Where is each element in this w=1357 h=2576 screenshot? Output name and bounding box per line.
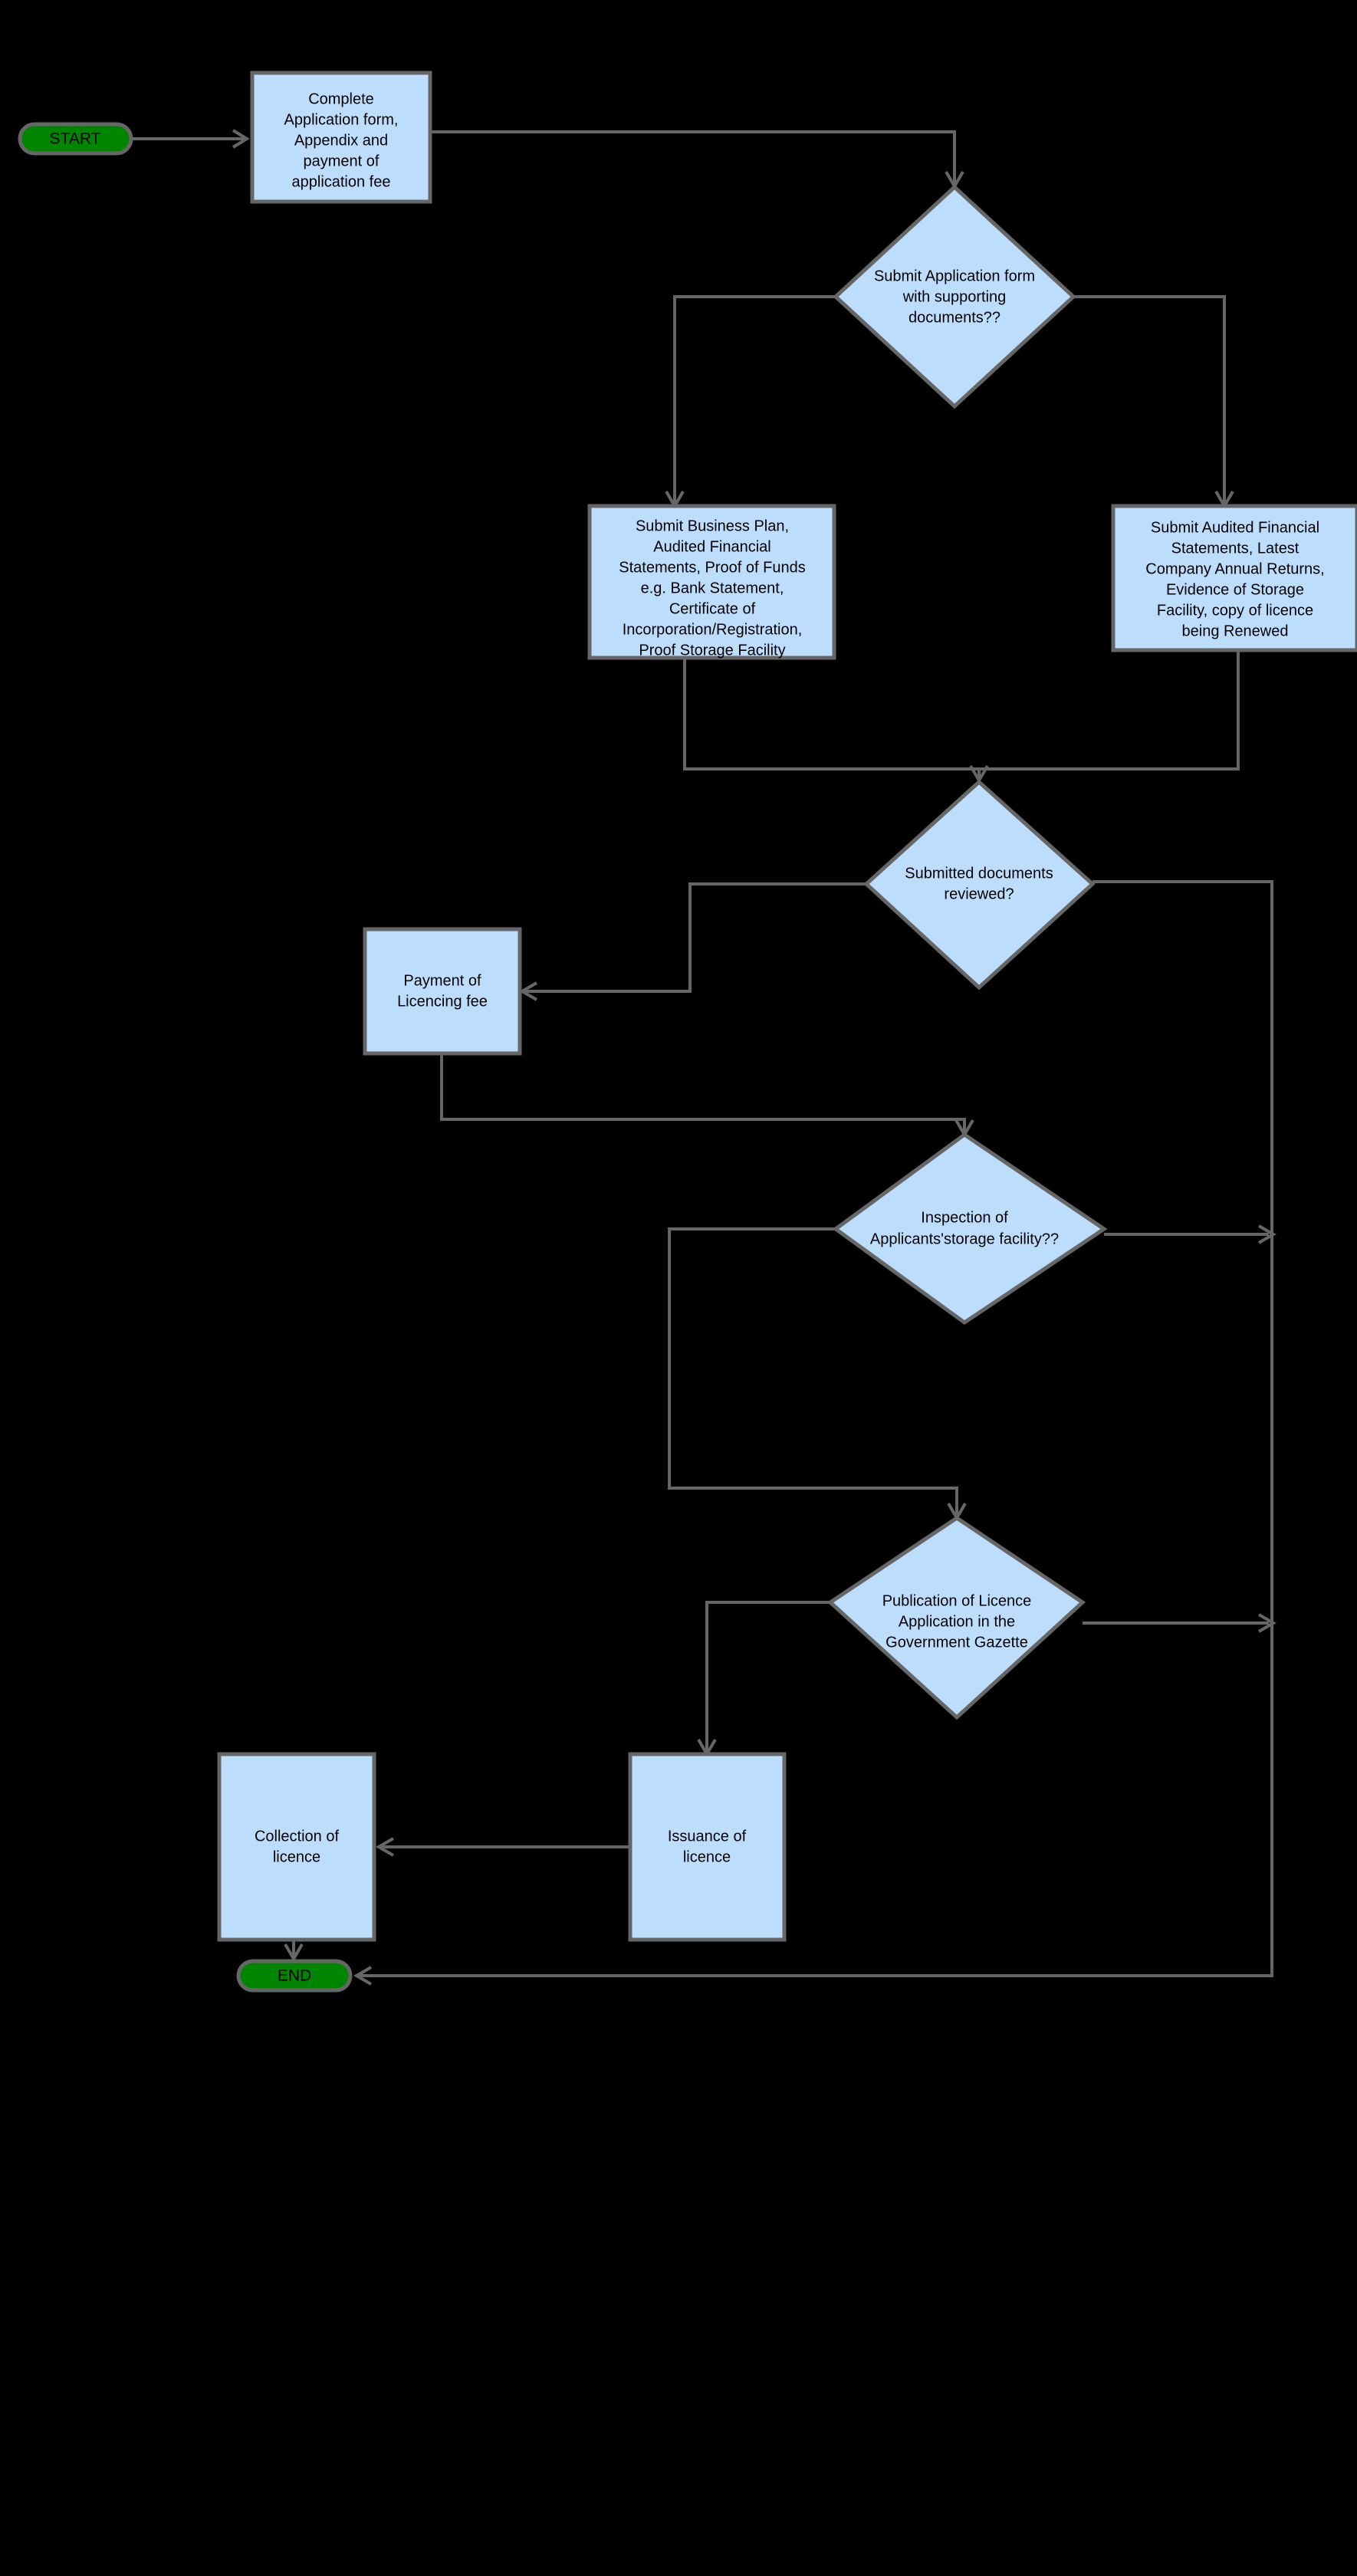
edge-audited-financial-to-documents-reviewed [979,650,1240,770]
complete-application-line-0: Complete [308,90,374,107]
payment-licencing-fee-shape[interactable] [363,927,522,1056]
issuance-licence-line-0: Issuance of [668,1828,747,1845]
publication-decision-line-1: Application in the [899,1613,1015,1630]
submit-business-plan-line-4: Certificate of [669,600,756,617]
inspection-decision-shape[interactable] [832,1132,1108,1326]
publication-decision-line-2: Government Gazette [886,1634,1028,1651]
documents-reviewed-decision-shape[interactable] [863,779,1096,991]
edge-publication-to-issuance [697,1601,830,1757]
collection-licence-shape[interactable] [217,1752,376,1942]
submit-audited-financial-line-1: Statements, Latest [1171,540,1300,557]
submit-application-decision-line-2: documents?? [909,309,1001,326]
complete-application-line-3: payment of [304,153,380,169]
node-submit-application-decision[interactable]: Submit Application form with supporting … [833,184,1076,409]
submit-business-plan-line-5: Incorporation/Registration, [623,621,803,638]
collection-licence-line-0: Collection of [255,1828,340,1845]
submit-audited-financial-line-4: Facility, copy of licence [1157,602,1313,619]
node-issuance-licence[interactable]: Issuance of licence [628,1752,787,1942]
node-complete-application[interactable]: Complete Application form, Appendix and … [250,71,432,204]
issuance-licence-line-1: licence [683,1848,731,1865]
submit-audited-financial-line-3: Evidence of Storage [1166,581,1304,598]
node-end[interactable]: END [236,1959,353,1993]
edge-layer [130,129,1276,1986]
publication-decision-line-0: Publication of Licence [882,1592,1032,1609]
node-submit-audited-financial[interactable]: Submit Audited Financial Statements, Lat… [1111,504,1357,652]
edge-submit-decision-to-business-plan [665,295,836,509]
node-submit-business-plan[interactable]: Submit Business Plan, Audited Financial … [587,504,836,660]
inspection-decision-line-1: Applicants'storage facility?? [870,1230,1059,1247]
submit-audited-financial-line-5: being Renewed [1182,623,1289,639]
start-terminator-shape[interactable] [18,122,133,156]
edge-payment-to-inspection [440,1054,974,1138]
submit-application-decision-line-0: Submit Application form [874,268,1035,284]
edge-business-plan-to-documents-reviewed [683,658,979,770]
complete-application-line-1: Application form, [284,111,399,128]
edge-inspection-to-end-bus [1104,1224,1276,1244]
payment-licencing-fee-line-0: Payment of [403,972,481,989]
documents-reviewed-decision-line-1: reviewed? [944,886,1014,902]
node-start[interactable]: START [18,122,133,156]
edge-submit-decision-to-audited-financial [1073,295,1234,509]
submit-business-plan-line-0: Submit Business Plan, [636,518,789,534]
submit-audited-financial-line-0: Submit Audited Financial [1151,519,1319,536]
complete-application-line-4: application fee [292,173,391,190]
end-label: END [278,1967,311,1985]
start-label: START [50,130,101,148]
submit-application-decision-shape[interactable] [833,184,1076,409]
submit-business-plan-line-1: Audited Financial [653,538,770,555]
submit-application-decision-line-1: with supporting [902,288,1007,305]
payment-licencing-fee-line-1: Licencing fee [397,993,488,1010]
edge-documents-reviewed-to-payment [519,882,866,1001]
edge-publication-to-end-bus [1083,1613,1276,1633]
node-documents-reviewed-decision[interactable]: Submitted documents reviewed? [863,779,1096,991]
collection-licence-line-1: licence [273,1848,320,1865]
node-inspection-decision[interactable]: Inspection of Applicants'storage facilit… [832,1132,1108,1326]
edge-issuance-to-collection [376,1837,629,1857]
submit-audited-financial-line-2: Company Annual Returns, [1145,560,1324,577]
complete-application-shape[interactable] [250,71,432,204]
node-payment-licencing-fee[interactable]: Payment of Licencing fee [363,927,522,1056]
edge-documents-reviewed-to-end-bus [353,880,1273,1986]
submit-business-plan-shape[interactable] [587,504,836,660]
issuance-licence-shape[interactable] [628,1752,787,1942]
node-collection-licence[interactable]: Collection of licence [217,1752,376,1942]
publication-decision-shape[interactable] [826,1515,1086,1720]
edge-collection-to-end [284,1941,304,1962]
submit-business-plan-line-2: Statements, Proof of Funds [619,559,805,576]
submit-business-plan-line-6: Proof Storage Facility [639,642,785,659]
node-publication-decision[interactable]: Publication of Licence Application in th… [826,1515,1086,1720]
edge-start-to-complete-application [130,129,250,149]
inspection-decision-line-0: Inspection of [921,1209,1008,1226]
edge-complete-application-to-submit-decision [431,130,964,189]
documents-reviewed-decision-line-0: Submitted documents [905,865,1053,882]
submit-audited-financial-shape[interactable] [1111,504,1357,652]
complete-application-line-2: Appendix and [294,132,388,149]
end-terminator-shape[interactable] [236,1959,353,1993]
submit-business-plan-line-3: e.g. Bank Statement, [641,580,784,596]
